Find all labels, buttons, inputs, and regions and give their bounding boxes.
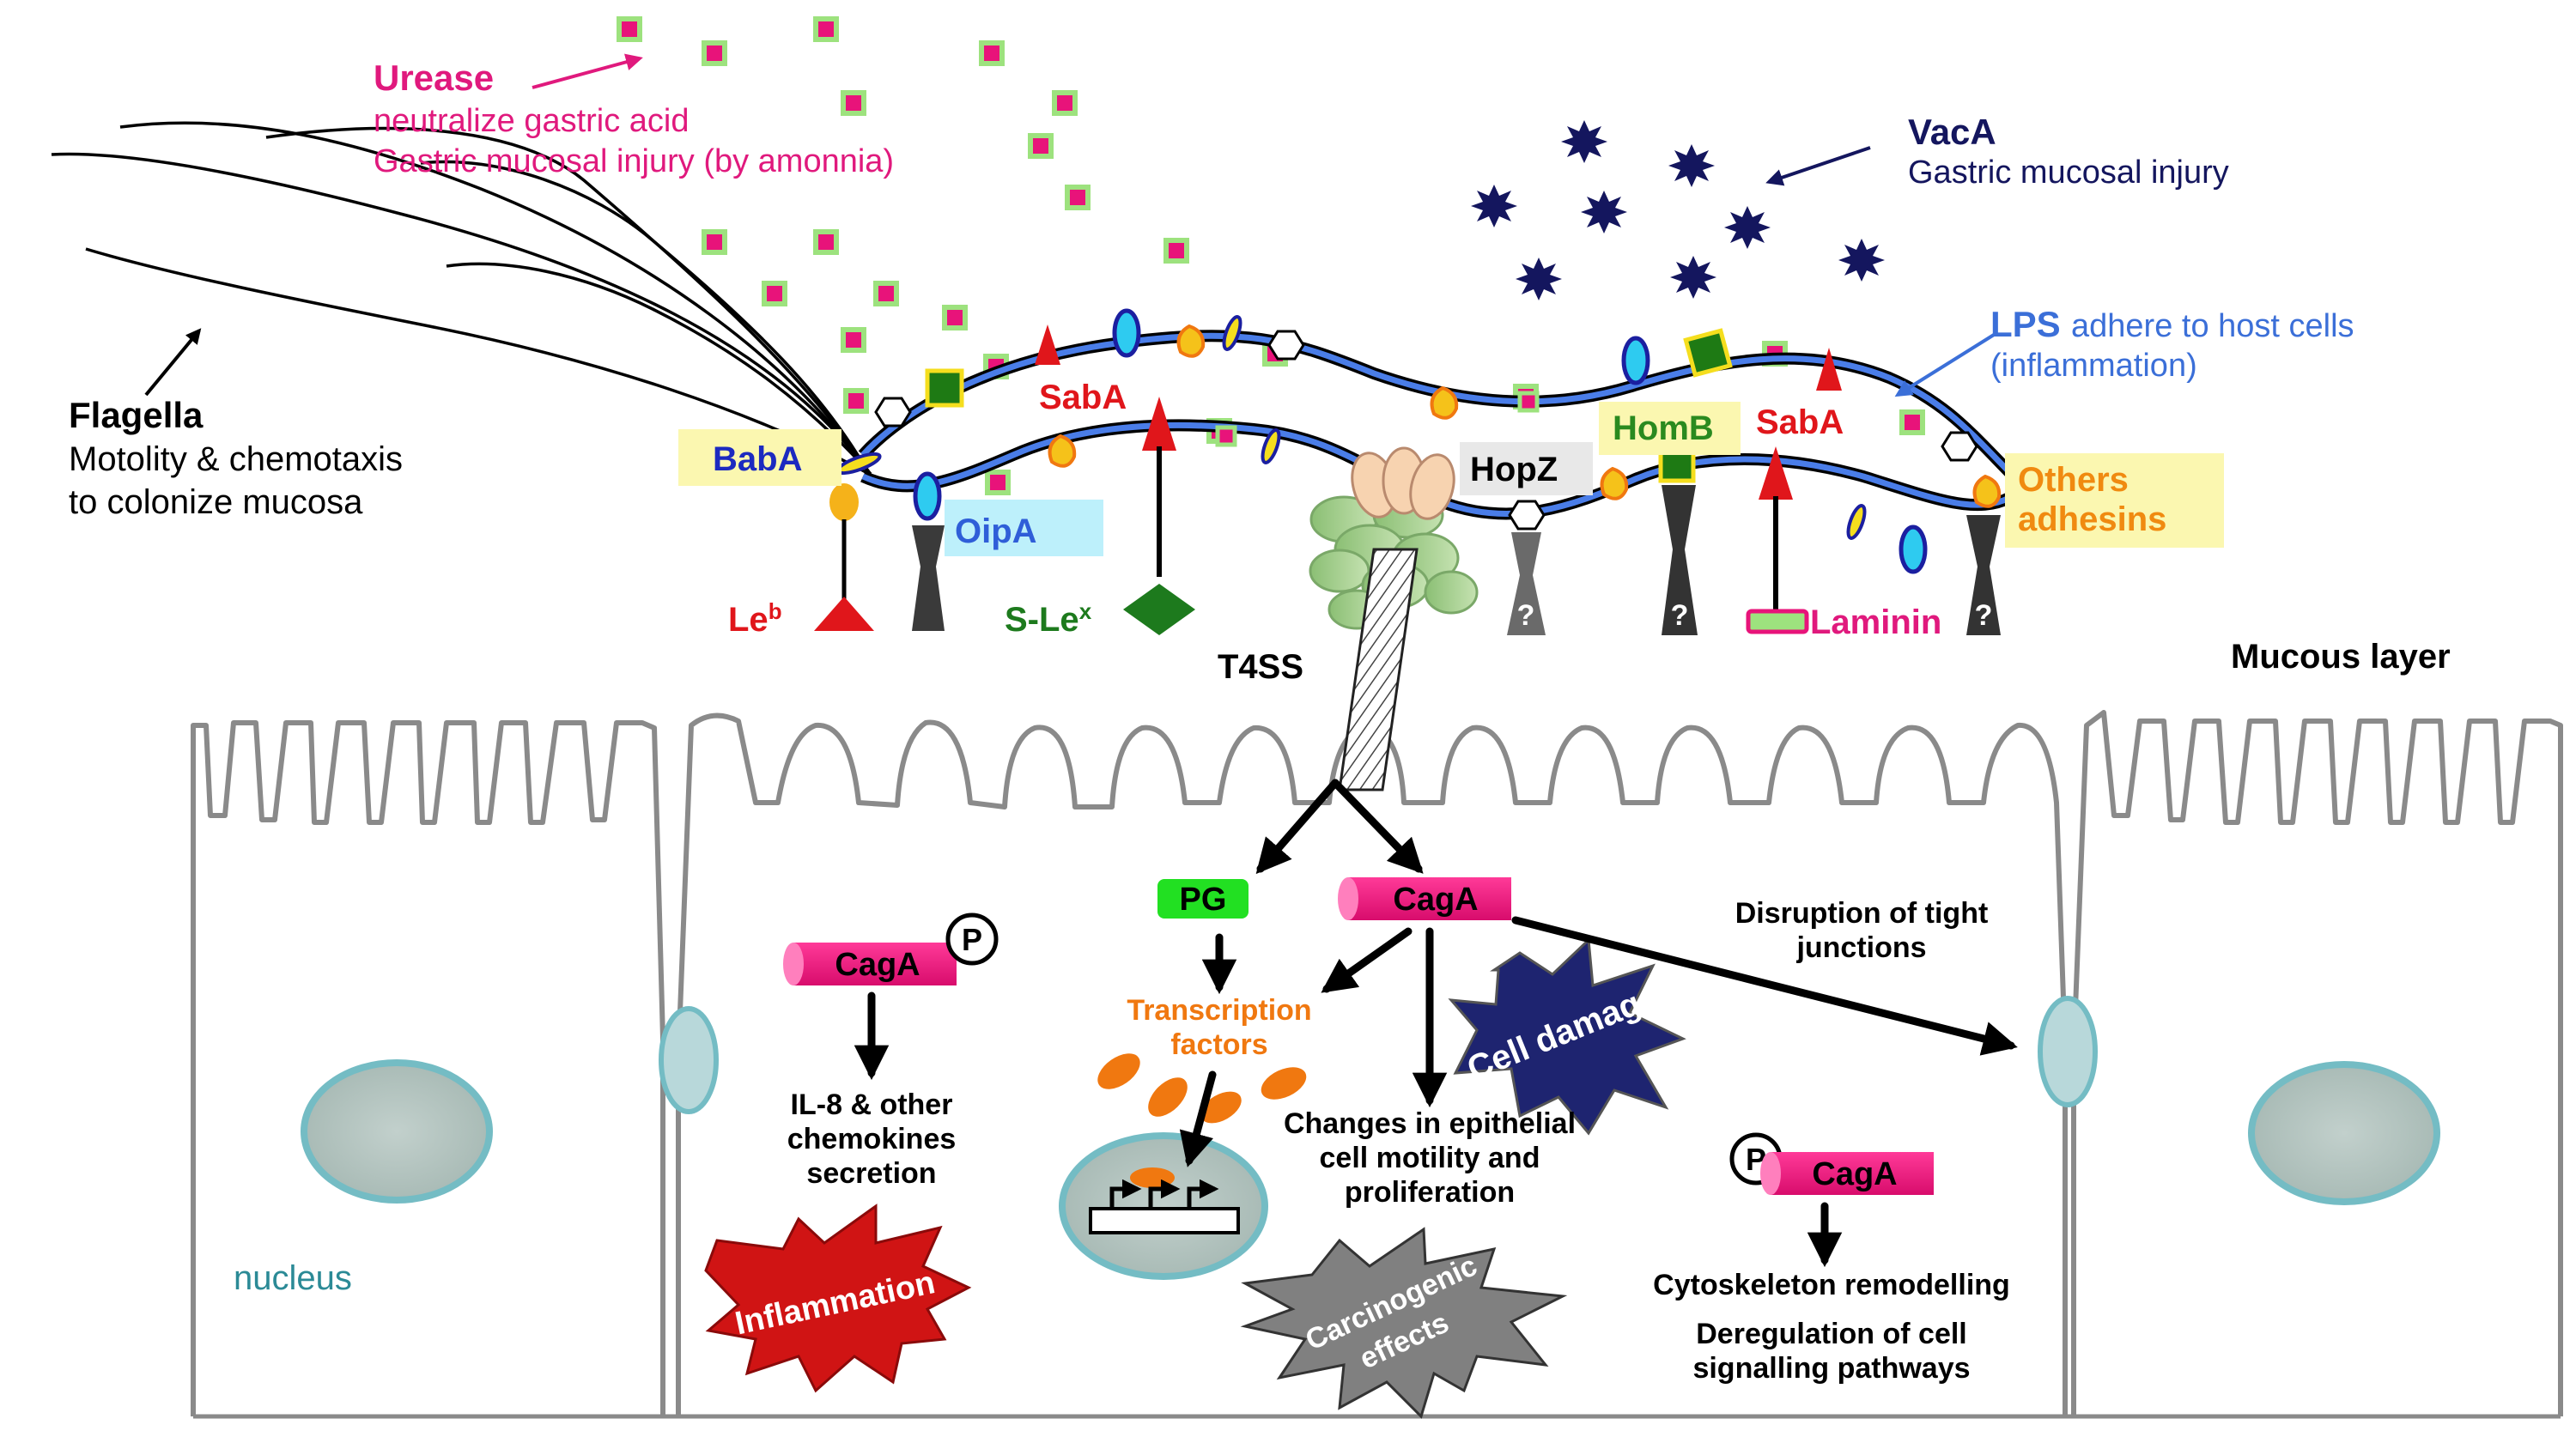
phospho-left-label: P — [962, 922, 982, 957]
phospho-circle-left — [945, 913, 999, 966]
gene-promoter-diagram — [1089, 1179, 1240, 1234]
slex-label: S-Lex — [1005, 598, 1092, 639]
saba-triangle-right — [1816, 348, 1842, 391]
slex-receptor — [1123, 584, 1195, 635]
flagella-title: Flagella — [69, 395, 204, 435]
others-label-line1: Others — [2018, 461, 2129, 499]
caga-main-label: CagA — [1393, 882, 1478, 918]
baba-highlight — [678, 429, 841, 486]
tight-junction-label-line2: junctions — [1795, 931, 1926, 964]
t4ss-apparatus — [1309, 446, 1479, 791]
changes-label-line3: proliferation — [1345, 1176, 1515, 1209]
left-epithelial-cell — [191, 720, 665, 1416]
flagella-desc-line2: to colonize mucosa — [69, 483, 363, 521]
il8-label-line2: chemokines — [787, 1123, 957, 1155]
flagella — [51, 121, 872, 476]
vaca-desc: Gastric mucosal injury — [1908, 155, 2229, 191]
right-epithelial-cell — [2071, 710, 2563, 1416]
mucous-layer-label: Mucous layer — [2231, 638, 2451, 676]
homb-receptor-question: ? — [1671, 599, 1689, 632]
others-receptor — [1966, 515, 2001, 635]
tight-junction-label-line1: Disruption of tight — [1735, 897, 1989, 930]
lps-title: LPS — [1990, 304, 2061, 344]
vaca-arrow — [1765, 146, 1871, 186]
tight-junction-left — [659, 1006, 719, 1114]
urease-desc-line2: Gastric mucosal injury (by amonnia) — [374, 143, 894, 179]
homb-receptor — [1662, 485, 1698, 635]
cytoskeleton-label: Cytoskeleton remodelling — [1653, 1269, 2010, 1301]
oipa-label: OipA — [955, 512, 1037, 550]
lps-arrow — [1894, 333, 1996, 397]
transcription-label-line2: factors — [1170, 1028, 1267, 1061]
caga-main-cylinder — [1338, 877, 1511, 920]
urease-arrow — [532, 53, 643, 89]
caga-phospho-right-cylinder — [1760, 1152, 1934, 1195]
flagella-desc-line1: Motolity & chemotaxis — [69, 440, 403, 478]
saba-triangle-left — [1035, 324, 1060, 365]
saba-right-stalk-triangle — [1759, 446, 1793, 500]
caga-phospho-left-label: CagA — [835, 947, 920, 983]
transcription-factor-particles — [1097, 1053, 1307, 1188]
t4ss-label: T4SS — [1218, 648, 1303, 686]
hopz-highlight — [1460, 442, 1593, 495]
others-receptor-question: ? — [1975, 599, 1993, 632]
caga-phospho-right-label: CagA — [1812, 1156, 1897, 1192]
changes-label-line2: cell motility and — [1320, 1142, 1540, 1174]
membrane-proteins — [835, 308, 2002, 574]
il8-label-line1: IL-8 & other — [791, 1088, 953, 1121]
carcinogenic-starburst — [1240, 1227, 1568, 1419]
pg-label: PG — [1180, 882, 1227, 918]
saba-left-label: SabA — [1039, 379, 1127, 416]
changes-label-line1: Changes in epithelial — [1284, 1107, 1576, 1140]
baba-label: BabA — [713, 440, 802, 478]
pathway-arrows — [854, 779, 2018, 1268]
baba-ligand — [829, 483, 859, 521]
epithelial-cells — [191, 710, 2563, 1419]
cell-damage-starburst — [1448, 937, 1686, 1136]
nucleus-middle — [1059, 1132, 1268, 1280]
deregulation-label-line1: Deregulation of cell — [1696, 1318, 1967, 1350]
lps-desc-line2: (inflammation) — [1990, 348, 2197, 384]
caga-phospho-left-cylinder — [783, 943, 957, 985]
others-label-line2: adhesins — [2018, 500, 2166, 538]
leb-receptor — [814, 597, 874, 631]
oipa-receptor — [912, 525, 945, 631]
urease-desc-line1: neutralize gastric acid — [374, 103, 690, 139]
tight-junction-right — [2038, 996, 2098, 1107]
saba-stalk-triangle — [1142, 397, 1176, 451]
il8-label-line3: secretion — [806, 1157, 936, 1190]
nucleus-left — [301, 1059, 493, 1204]
laminin-label: Laminin — [1810, 603, 1941, 641]
homb-label: HomB — [1613, 409, 1714, 447]
homb-highlight — [1599, 402, 1741, 455]
laminin-receptor — [1746, 609, 1809, 634]
transcription-label-line1: Transcription — [1127, 994, 1311, 1027]
others-highlight — [2005, 453, 2224, 548]
hopz-label: HopZ — [1470, 451, 1558, 488]
oipa-highlight — [945, 500, 1103, 556]
leb-label: Leb — [728, 598, 782, 639]
pg-box — [1157, 879, 1249, 919]
urease-title: Urease — [374, 58, 494, 98]
nucleus-right — [2248, 1061, 2440, 1205]
flagella-arrow — [144, 328, 202, 397]
vaca-title: VacA — [1908, 112, 1996, 152]
hopz-receptor-question: ? — [1517, 599, 1535, 632]
deregulation-label-line2: signalling pathways — [1692, 1352, 1970, 1385]
inflammation-starburst — [704, 1204, 972, 1393]
saba-right-label: SabA — [1756, 403, 1844, 441]
lps-desc-line1: adhere to host cells — [2071, 308, 2354, 344]
middle-epithelial-cell — [676, 712, 2068, 1416]
nucleus-label: nucleus — [234, 1259, 352, 1297]
vaca-particles — [1471, 120, 1885, 300]
hopz-receptor — [1507, 532, 1546, 635]
